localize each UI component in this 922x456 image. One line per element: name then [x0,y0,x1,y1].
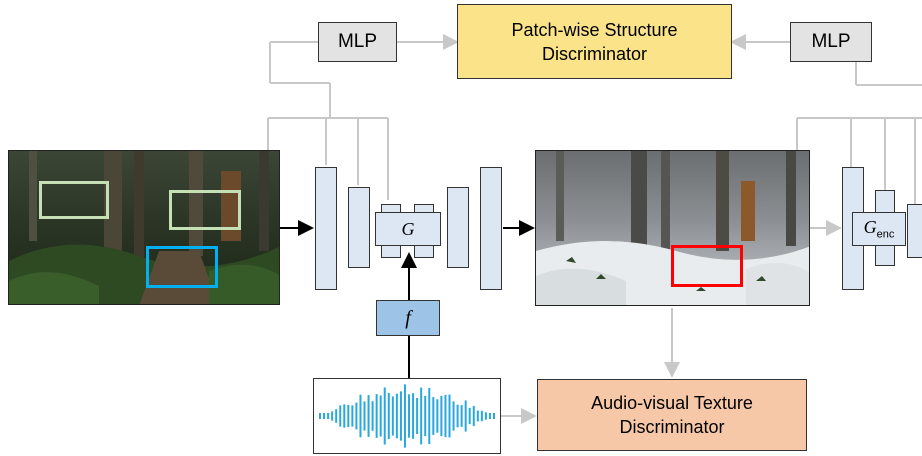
structure-disc-line2: Discriminator [541,43,647,64]
texture-disc-line1: Audio-visual Texture [591,393,753,413]
genc-block-3 [907,204,922,258]
decoder-block-1 [447,187,469,268]
waveform-bars [319,384,495,448]
texture-discriminator-box: Audio-visual Texture Discriminator [537,379,807,451]
generator-encoder-block: Genc [852,212,906,246]
genc-label: Genc [863,217,895,241]
generator-label: G [401,218,415,239]
generator-block: G [375,212,441,246]
mlp-right-box: MLP [790,22,872,62]
audio-feature-box: f [376,300,440,336]
texture-patch-red [671,245,743,287]
audio-feature-label: f [405,306,411,329]
output-snow-image [535,150,810,306]
structure-discriminator-box: Patch-wise Structure Discriminator [457,4,732,79]
texture-disc-line2: Discriminator [619,417,725,437]
encoder-block-1 [315,167,337,290]
structure-patch-green-1 [39,181,109,219]
mlp-right-label: MLP [811,31,851,52]
structure-disc-line1: Patch-wise Structure [511,19,678,40]
input-forest-image [8,150,280,305]
audio-waveform [313,378,501,454]
mlp-left-label: MLP [337,31,378,52]
texture-patch-blue [146,246,218,288]
structure-patch-green-2 [169,190,241,230]
decoder-block-2 [480,167,502,290]
encoder-block-2 [348,187,370,268]
mlp-left-box: MLP [318,22,397,62]
